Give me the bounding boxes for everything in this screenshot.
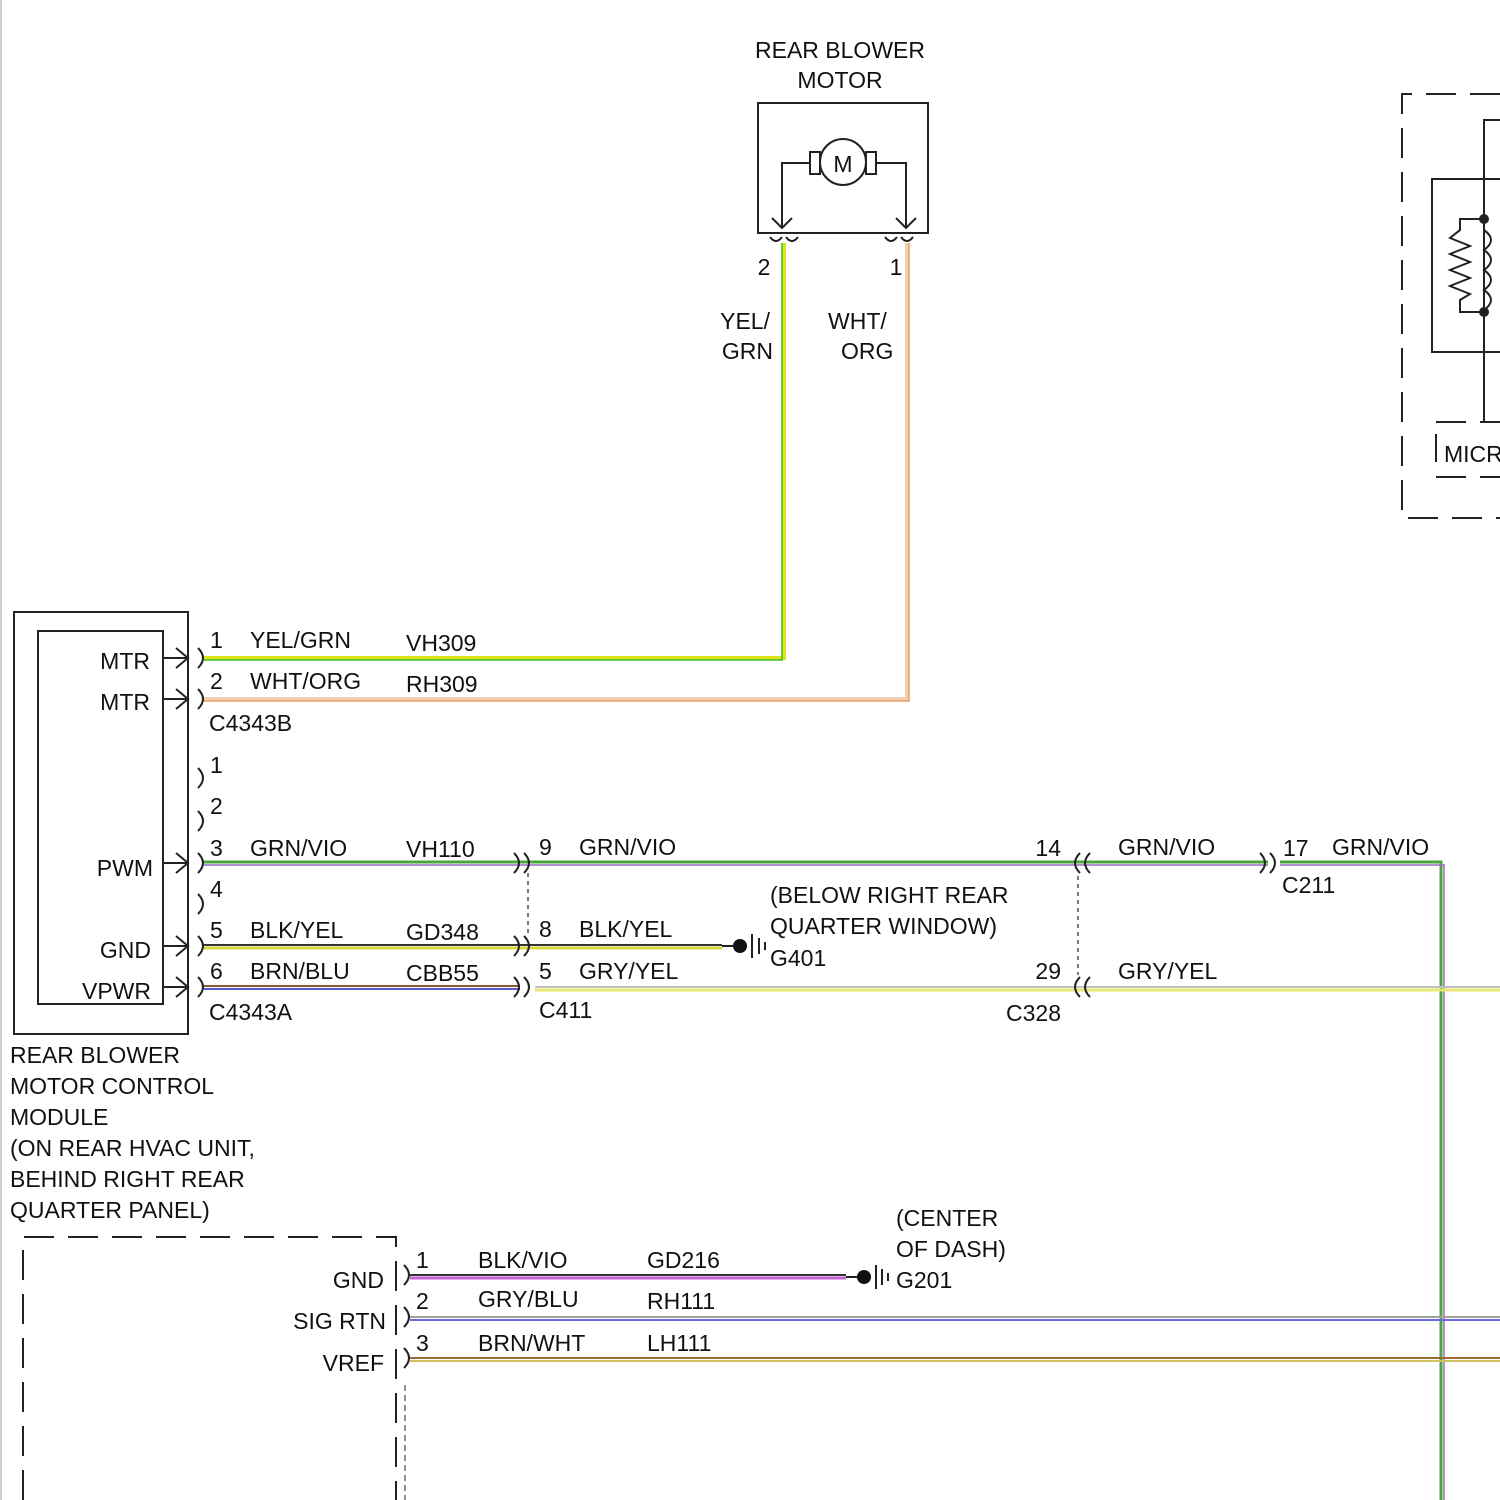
motor-title-2: MOTOR [797, 67, 882, 93]
motor-pin-1: 1 [890, 254, 903, 280]
svg-text:GRN/VIO: GRN/VIO [1332, 834, 1429, 860]
lower-connector: 1 BLK/VIO GD216 2 GRY/BLU RH111 3 BRN/WH… [416, 1247, 720, 1356]
svg-text:29: 29 [1035, 958, 1061, 984]
svg-text:G201: G201 [896, 1267, 952, 1293]
module-connector-marks [198, 648, 203, 997]
module-description: REAR BLOWER MOTOR CONTROL MODULE (ON REA… [10, 1042, 255, 1223]
svg-text:5: 5 [539, 958, 552, 984]
motor-pin-1-color-2: ORG [841, 338, 893, 364]
svg-text:OF DASH): OF DASH) [896, 1236, 1006, 1262]
module-pin-vpwr: VPWR [82, 978, 151, 1004]
svg-text:BRN/WHT: BRN/WHT [478, 1330, 585, 1356]
svg-text:RH111: RH111 [647, 1288, 715, 1314]
motor-pin-1-color-1: WHT/ [828, 308, 887, 334]
svg-text:BLK/YEL: BLK/YEL [250, 917, 344, 943]
svg-text:C411: C411 [539, 997, 592, 1023]
svg-text:BLK/VIO: BLK/VIO [478, 1247, 567, 1273]
ground-icon [857, 1270, 871, 1284]
wire-brn-blu [204, 986, 520, 989]
svg-text:3: 3 [416, 1330, 429, 1356]
motor-title-1: REAR BLOWER [755, 37, 925, 63]
module-pin-mtr-1: MTR [100, 648, 150, 674]
svg-text:1: 1 [210, 627, 223, 653]
svg-text:REAR BLOWER: REAR BLOWER [10, 1042, 180, 1068]
svg-text:GRN/VIO: GRN/VIO [250, 835, 347, 861]
svg-text:C4343B: C4343B [209, 710, 292, 736]
svg-text:1: 1 [210, 752, 223, 778]
svg-text:VH110: VH110 [406, 836, 475, 862]
svg-text:C4343A: C4343A [209, 999, 293, 1025]
svg-text:1: 1 [416, 1247, 429, 1273]
control-module [14, 612, 188, 1034]
svg-text:GRY/YEL: GRY/YEL [1118, 958, 1217, 984]
lower-pin-sig-rtn: SIG RTN [293, 1308, 386, 1334]
svg-text:BLK/YEL: BLK/YEL [579, 916, 673, 942]
module-pin-gnd: GND [100, 937, 151, 963]
motor-pin-2-color-2: GRN [722, 338, 773, 364]
motor-pin-2: 2 [758, 254, 771, 280]
svg-text:(BELOW RIGHT REAR: (BELOW RIGHT REAR [770, 882, 1009, 908]
wire-gry-yel [535, 987, 1500, 990]
motor-symbol: M [833, 151, 852, 177]
svg-text:9: 9 [539, 834, 552, 860]
motor-pin-2-color-1: YEL/ [720, 308, 770, 334]
svg-text:3: 3 [210, 835, 223, 861]
svg-text:GRN/VIO: GRN/VIO [1118, 834, 1215, 860]
svg-text:C328: C328 [1006, 1000, 1061, 1026]
svg-text:5: 5 [210, 917, 223, 943]
resistor-icon [1450, 219, 1484, 312]
ground-icon [733, 939, 747, 953]
wire-blk-yel [204, 945, 722, 948]
svg-text:CBB55: CBB55 [406, 960, 479, 986]
svg-text:GD348: GD348 [406, 919, 479, 945]
svg-text:4: 4 [210, 876, 223, 902]
svg-text:2: 2 [416, 1288, 429, 1314]
svg-text:(CENTER: (CENTER [896, 1205, 998, 1231]
svg-text:8: 8 [539, 916, 552, 942]
svg-text:G401: G401 [770, 945, 826, 971]
svg-text:MODULE: MODULE [10, 1104, 108, 1130]
svg-text:(ON REAR HVAC UNIT,: (ON REAR HVAC UNIT, [10, 1135, 255, 1161]
wire-lh111 [410, 1358, 1500, 1361]
svg-text:6: 6 [210, 958, 223, 984]
wire-vh309 [204, 243, 784, 660]
micro-label: MICR [1444, 441, 1500, 467]
svg-text:GRY/BLU: GRY/BLU [478, 1286, 579, 1312]
svg-text:BEHIND RIGHT REAR: BEHIND RIGHT REAR [10, 1166, 245, 1192]
svg-text:WHT/ORG: WHT/ORG [250, 668, 361, 694]
svg-text:BRN/BLU: BRN/BLU [250, 958, 350, 984]
svg-text:VH309: VH309 [406, 630, 476, 656]
svg-text:YEL/GRN: YEL/GRN [250, 627, 351, 653]
svg-text:2: 2 [210, 668, 223, 694]
coil-icon [1484, 230, 1491, 310]
svg-text:GRN/VIO: GRN/VIO [579, 834, 676, 860]
ground-g201: (CENTER OF DASH) G201 [846, 1205, 1006, 1293]
connector-c211: 17 GRN/VIO C211 [1260, 834, 1429, 898]
svg-text:17: 17 [1283, 835, 1309, 861]
connector-c4343b: 1 YEL/GRN VH309 2 WHT/ORG RH309 C4343B [209, 627, 478, 736]
rear-blower-motor: M [758, 103, 928, 241]
svg-text:2: 2 [210, 793, 223, 819]
svg-text:QUARTER PANEL): QUARTER PANEL) [10, 1197, 210, 1223]
lower-pin-gnd: GND [333, 1267, 384, 1293]
svg-text:GD216: GD216 [647, 1247, 720, 1273]
lower-pin-vref: VREF [323, 1350, 384, 1376]
wire-gd216 [410, 1275, 846, 1278]
svg-text:GRY/YEL: GRY/YEL [579, 958, 678, 984]
svg-text:MOTOR CONTROL: MOTOR CONTROL [10, 1073, 214, 1099]
svg-text:RH309: RH309 [406, 671, 478, 697]
module-pin-mtr-2: MTR [100, 689, 150, 715]
ground-g401: (BELOW RIGHT REAR QUARTER WINDOW) G401 [722, 882, 1009, 971]
svg-text:QUARTER WINDOW): QUARTER WINDOW) [770, 913, 997, 939]
module-pin-pwm: PWM [97, 855, 153, 881]
svg-text:C211: C211 [1282, 872, 1335, 898]
svg-text:LH111: LH111 [647, 1330, 711, 1356]
connector-c4343a: 1 2 3 GRN/VIO VH110 4 5 BLK/YEL GD348 6 … [209, 752, 479, 1025]
svg-text:14: 14 [1035, 835, 1061, 861]
wire-rh111 [410, 1317, 1500, 1320]
